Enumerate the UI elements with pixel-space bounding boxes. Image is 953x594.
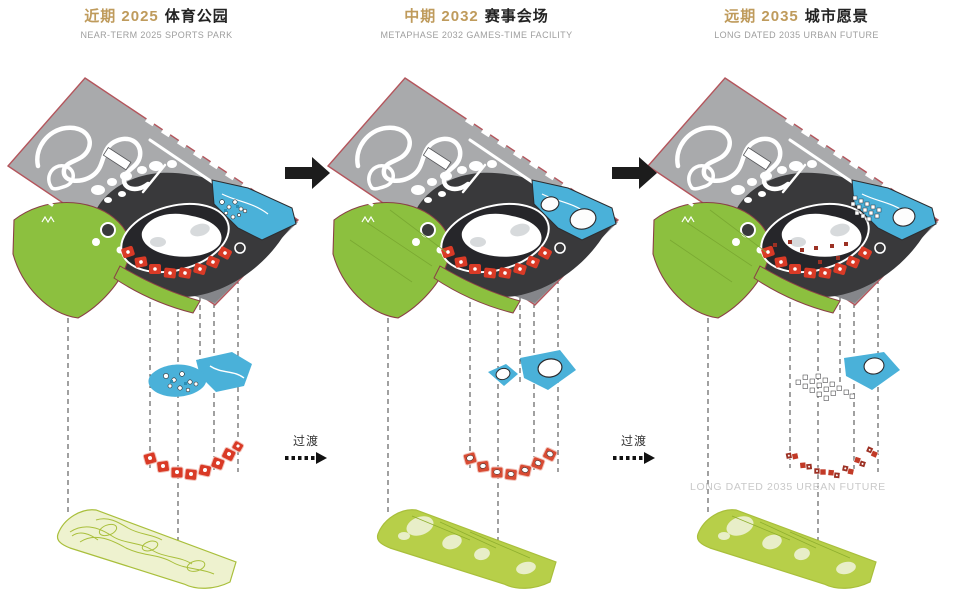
water-layer-exploded <box>488 350 576 390</box>
phase-title-name: 体育公园 <box>164 8 229 25</box>
scattered-red-buildings <box>773 240 848 264</box>
phase-title: 近期 2025 体育公园 <box>0 8 313 26</box>
urban-cube-cluster <box>795 373 855 401</box>
phase-arrow-icon <box>612 157 657 189</box>
plan-overlay-urban-village <box>773 195 916 264</box>
plan-overlay-temp-venues <box>540 196 597 230</box>
red-cube-layer <box>784 445 879 479</box>
water-layer-exploded <box>795 352 900 401</box>
axon-diagram-metaphase <box>320 70 633 594</box>
phase-title: 中期 2032 赛事会场 <box>320 8 633 26</box>
phase-subtitle: NEAR-TERM 2025 SPORTS PARK <box>80 30 233 40</box>
phase-title-name: 城市愿景 <box>804 8 869 25</box>
transition-label: 过渡 <box>620 434 647 448</box>
phase-panel-metaphase: 中期 2032 赛事会场 METAPHASE 2032 GAMES-TIME FA… <box>320 0 633 594</box>
phase-header: 远期 2035 城市愿景 LONG DATED 2035 URBAN FUTURE <box>640 8 953 41</box>
red-pavilion-layer <box>462 447 558 481</box>
phase-title-period: 中期 2032 <box>404 8 479 25</box>
transition-label: 过渡 <box>292 434 319 448</box>
phase-panel-long-dated: 远期 2035 城市愿景 LONG DATED 2035 URBAN FUTURE <box>640 0 953 594</box>
phase-subtitle: LONG DATED 2035 URBAN FUTURE <box>714 30 879 40</box>
transition-arrow-icon <box>285 452 327 464</box>
transition-step: 过渡 <box>282 432 330 469</box>
plan-overlay-pool-cluster <box>219 199 248 220</box>
phase-title-name: 赛事会场 <box>484 8 549 25</box>
urban-future-caption: LONG DATED 2035 URBAN FUTURE <box>690 481 886 493</box>
transition-arrow-icon <box>613 452 655 464</box>
phase-title-period: 远期 2035 <box>724 8 799 25</box>
phase-arrow-icon <box>285 157 330 189</box>
phase-subtitle: METAPHASE 2032 GAMES-TIME FACILITY <box>380 30 573 40</box>
axon-diagram-near-term <box>0 70 313 594</box>
red-pavilion-layer <box>142 440 245 481</box>
phase-title: 远期 2035 城市愿景 <box>640 8 953 26</box>
phase-header: 近期 2025 体育公园 NEAR-TERM 2025 SPORTS PARK <box>0 8 313 41</box>
phase-panel-near-term: 近期 2025 体育公园 NEAR-TERM 2025 SPORTS PARK <box>0 0 313 594</box>
water-layer-exploded <box>148 352 252 397</box>
phase-title-period: 近期 2025 <box>84 8 159 25</box>
phase-header: 中期 2032 赛事会场 METAPHASE 2032 GAMES-TIME FA… <box>320 8 633 41</box>
hill-texture <box>669 209 767 283</box>
hill-texture <box>349 209 447 283</box>
axon-diagram-long-dated <box>640 70 953 594</box>
transition-step: 过渡 <box>610 432 658 469</box>
